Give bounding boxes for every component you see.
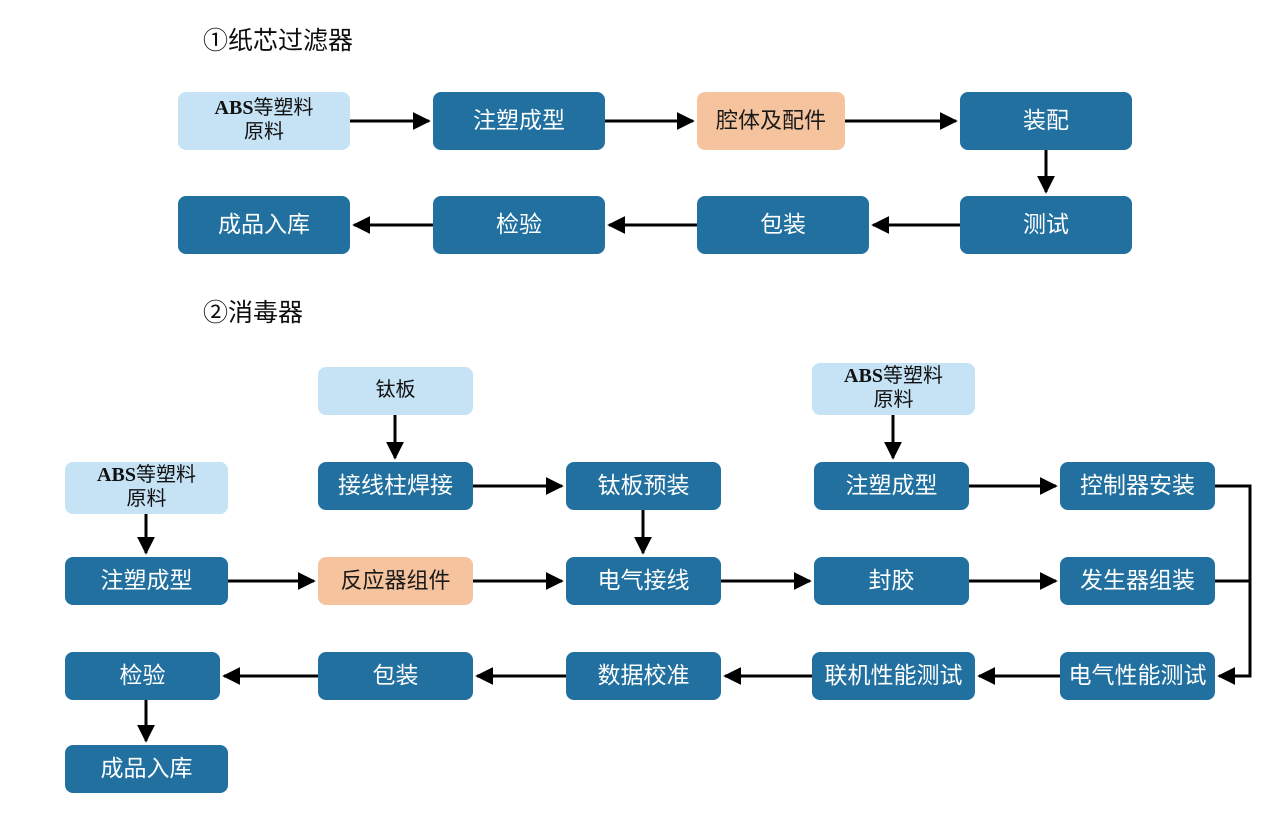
- node-controller-installation[interactable]: 控制器安装: [1060, 462, 1215, 510]
- node-titanium-plate[interactable]: 钛板: [318, 367, 473, 415]
- node-terminal-welding[interactable]: 接线柱焊接: [318, 462, 473, 510]
- section-2-heading: ②消毒器: [203, 300, 304, 327]
- node-abs-raw-material[interactable]: ABS等塑料原料: [178, 92, 350, 150]
- node-label: ABS等塑料原料: [214, 97, 314, 143]
- node-label: 测试: [1023, 212, 1069, 238]
- section-1-heading: ①纸芯过滤器: [203, 28, 354, 55]
- node-label: 封胶: [868, 568, 915, 594]
- node-generator-assembly[interactable]: 发生器组装: [1060, 557, 1215, 605]
- node-label: 控制器安装: [1080, 473, 1195, 499]
- node-label: 反应器组件: [340, 568, 451, 594]
- node-label: ABS等塑料原料: [844, 365, 943, 411]
- node-packaging[interactable]: 包装: [697, 196, 869, 254]
- node-label: 发生器组装: [1080, 568, 1195, 594]
- node-titanium-plate-preassembly[interactable]: 钛板预装: [566, 462, 721, 510]
- node-label: 包装: [760, 212, 806, 238]
- node-label: 注塑成型: [845, 473, 938, 499]
- node-label: 检验: [496, 212, 542, 238]
- node-injection-molding-left[interactable]: 注塑成型: [65, 557, 228, 605]
- node-label: 装配: [1023, 108, 1069, 134]
- node-label: 钛板预装: [597, 473, 690, 499]
- node-label: 电气接线: [597, 568, 690, 594]
- node-finished-goods-warehouse-2[interactable]: 成品入库: [65, 745, 228, 793]
- node-label: 成品入库: [218, 212, 310, 238]
- node-label: 接线柱焊接: [338, 473, 453, 499]
- node-label: 数据校准: [597, 663, 690, 689]
- node-label: 联机性能测试: [824, 663, 963, 689]
- edge-d2-controller-bus: [1215, 484, 1252, 685]
- node-finished-goods-warehouse[interactable]: 成品入库: [178, 196, 350, 254]
- node-label: 钛板: [375, 379, 416, 402]
- node-label: 成品入库: [100, 756, 193, 782]
- node-label: 包装: [372, 663, 419, 689]
- node-electrical-wiring[interactable]: 电气接线: [566, 557, 721, 605]
- node-packaging-2[interactable]: 包装: [318, 652, 473, 700]
- node-injection-molding[interactable]: 注塑成型: [433, 92, 605, 150]
- node-abs-raw-material-right[interactable]: ABS等塑料原料: [812, 363, 975, 415]
- node-testing[interactable]: 测试: [960, 196, 1132, 254]
- node-assembly[interactable]: 装配: [960, 92, 1132, 150]
- node-label: 腔体及配件: [715, 108, 826, 134]
- node-inspection-2[interactable]: 检验: [65, 652, 220, 700]
- node-electrical-performance-test[interactable]: 电气性能测试: [1060, 652, 1215, 700]
- node-injection-molding-right[interactable]: 注塑成型: [814, 462, 969, 510]
- node-inspection[interactable]: 检验: [433, 196, 605, 254]
- node-label: 检验: [119, 663, 166, 689]
- node-label: 注塑成型: [473, 108, 565, 134]
- node-label: 注塑成型: [100, 568, 193, 594]
- node-online-performance-test[interactable]: 联机性能测试: [812, 652, 975, 700]
- node-abs-raw-material-left[interactable]: ABS等塑料原料: [65, 462, 228, 514]
- node-reactor-assembly-part[interactable]: 反应器组件: [318, 557, 473, 605]
- node-data-calibration[interactable]: 数据校准: [566, 652, 721, 700]
- node-glue-sealing[interactable]: 封胶: [814, 557, 969, 605]
- node-label: 电气性能测试: [1068, 663, 1207, 689]
- node-cavity-and-parts[interactable]: 腔体及配件: [697, 92, 845, 150]
- node-label: ABS等塑料原料: [97, 464, 196, 510]
